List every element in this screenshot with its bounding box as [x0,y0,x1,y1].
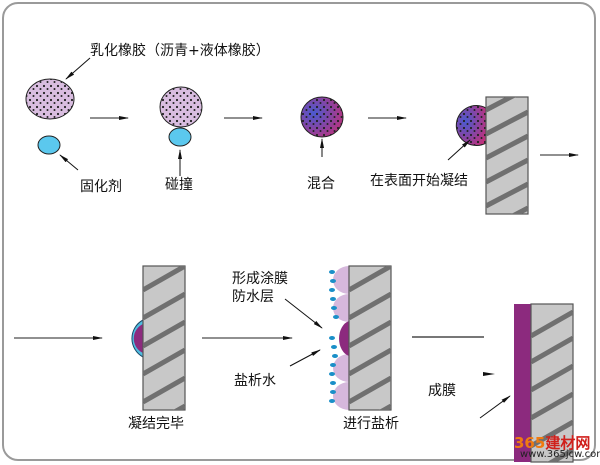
film-arrow-head-small [483,372,495,376]
watermark-url: www.365jcw.com [520,449,600,460]
label-salting-out: 进行盐析 [343,416,399,432]
label-film-formed: 成膜 [428,383,456,399]
collision-rubber-particle [159,86,203,128]
concrete-wall-4 [530,303,574,463]
diagram-frame [2,2,596,461]
pointer-arrow-salting-water [289,349,321,367]
mixed-particle [300,96,344,138]
set-film-dome [131,319,144,358]
concrete-wall-3 [348,265,392,411]
collision-curing-particle [168,127,192,147]
pointer-arrow-film [479,395,511,419]
coating-center-dome [339,321,349,356]
label-curing-agent: 固化剂 [80,179,122,195]
label-waterproof-layer: 防水层 [232,289,274,305]
label-form-coating: 形成涂膜 [232,271,288,287]
coating-bumps [333,266,349,410]
label-mixing: 混合 [307,176,335,192]
label-start-setting: 在表面开始凝结 [370,173,468,189]
watermark-logo: 365建材网 [514,432,590,453]
pointer-arrow-coating [284,298,323,329]
label-emulsified-rubber: 乳化橡胶（沥青+液体橡胶） [90,43,270,59]
setting-particle [455,105,487,146]
label-collision: 碰撞 [165,177,193,193]
watermark-text: 建材网 [545,434,591,452]
emulsified-rubber-particle [25,78,75,120]
pointer-arrow-setting [447,139,471,161]
formed-film-layer [514,304,531,462]
salting-water-droplets [329,270,339,403]
watermark-number: 365 [514,434,546,452]
concrete-wall-2 [142,265,186,411]
label-salting-water: 盐析水 [234,373,276,389]
pointer-arrow-curing [59,154,79,171]
label-setting-complete: 凝结完毕 [128,416,184,432]
curing-agent-particle [37,135,61,155]
concrete-wall-1 [485,96,529,215]
pointer-arrow-rubber [65,57,91,80]
